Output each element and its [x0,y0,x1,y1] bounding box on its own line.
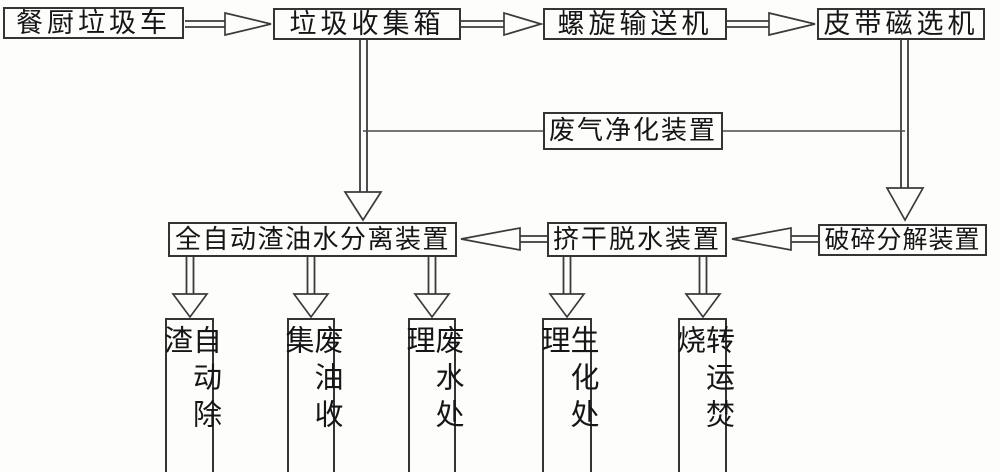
node-label: 自动除渣 [159,325,221,436]
arrow-right-truck-to-collector [185,11,272,37]
arrow-left-dewater-to-oil-water-separator [460,226,547,252]
node-label: 破碎分解装置 [824,226,981,254]
node-waste-gas-purifier: 废气净化装置 [543,112,723,150]
arrow-down-collector-to-oil-water-separator [343,40,383,222]
node-waste-water-treatment: 废水处理 [402,318,463,472]
node-label: 转运焚烧 [672,325,734,436]
node-waste-oil-collection: 废油收集 [281,318,342,472]
node-label: 皮带磁选机 [823,8,979,39]
arrow-down-to-transfer-incineration [684,257,722,319]
node-food-waste-truck: 餐厨垃圾车 [3,7,184,39]
node-label: 垃圾收集箱 [289,8,445,39]
node-label: 挤干脱水装置 [552,224,721,254]
node-label: 废气净化装置 [548,116,717,145]
node-oil-water-residue-separator: 全自动渣油水分离装置 [168,222,457,257]
arrow-right-collector-to-conveyor [460,11,544,37]
arrow-down-to-oil-collection [292,257,330,319]
node-label: 废水处理 [402,325,463,436]
node-screw-conveyor: 螺旋输送机 [543,8,727,40]
node-biochemical-treatment: 生化处理 [537,318,598,472]
node-auto-slag-removal: 自动除渣 [160,318,221,472]
arrow-down-magnet-to-crusher [885,40,925,222]
node-label: 螺旋输送机 [557,8,713,39]
node-belt-magnetic-separator: 皮带磁选机 [817,8,985,40]
node-garbage-collection-box: 垃圾收集箱 [273,8,461,40]
node-crushing-decomposition: 破碎分解装置 [818,224,987,256]
node-label: 餐厨垃圾车 [16,7,171,38]
arrow-left-crusher-to-dewater [731,226,818,252]
arrow-down-to-slag-removal [171,257,209,319]
node-label: 全自动渣油水分离装置 [174,224,450,254]
node-label: 废油收集 [281,325,342,436]
node-squeeze-dewatering: 挤干脱水装置 [547,222,727,257]
node-label: 生化处理 [537,325,598,436]
arrow-down-to-biochemical-treatment [548,257,586,319]
arrow-down-to-water-treatment [413,257,451,319]
node-transfer-incineration: 转运焚烧 [673,318,734,472]
arrow-right-conveyor-to-separator [727,11,816,37]
